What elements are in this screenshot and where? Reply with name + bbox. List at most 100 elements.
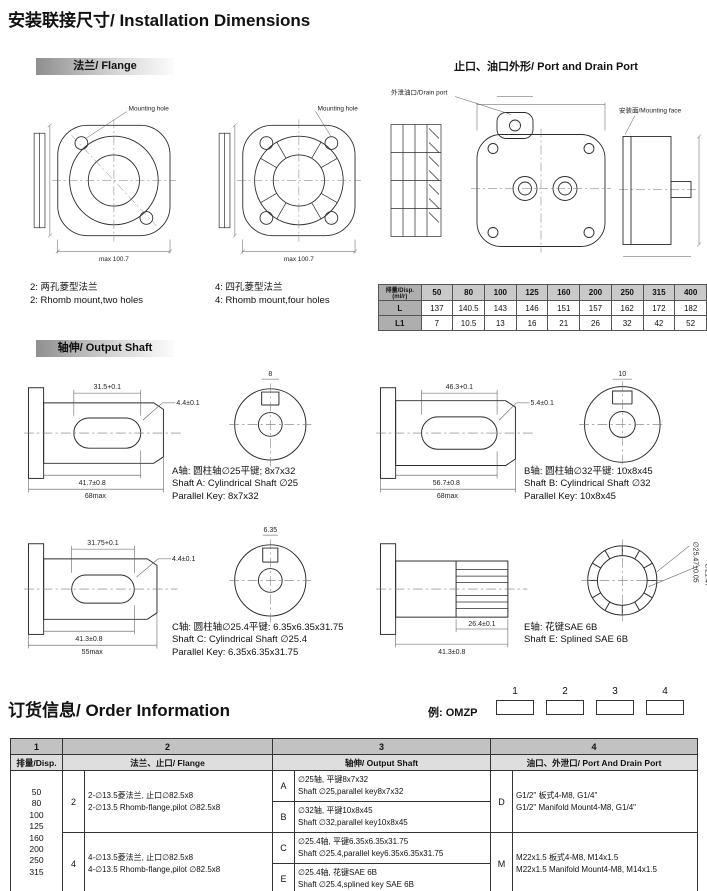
dim-length: 56.7±0.8 [433,480,460,487]
shaft-a-drawing: 31.5+0.1 4.4±0.1 41.7±0.8 68max 8 [24,371,312,500]
caption-en: 2: Rhomb mount,two holes [30,294,144,306]
caption-cn: 4: 四孔菱型法兰 [215,282,283,293]
page-title: 安装联接尺寸/ Installation Dimensions [8,11,311,30]
order-position-2: 2 [546,686,584,715]
position-number: 2 [562,686,568,697]
dim-length: 41.3±0.8 [438,649,465,656]
dim-side: 4.4±0.1 [172,556,195,563]
order-col-header: 3 [272,738,492,755]
dim-corner-cell: 排量/Disp.(ml/r) [378,284,422,301]
dim-size-header: 50 [420,284,454,301]
dim-value: 143 [483,300,517,316]
dim-max: 68max [437,493,459,500]
port-code: D [490,770,514,833]
order-col-header: 1 [10,738,63,755]
order-example-label: 例: OMZP [428,707,478,719]
shaft-code: C [272,832,296,864]
flange-annotation: Mounting hole [318,106,359,113]
shaft-a-caption: A轴: 圆柱轴∅25平键; 8x7x32 Shaft A: Cylindrica… [172,466,298,503]
shaft-a-block: 31.5+0.1 4.4±0.1 41.7±0.8 68max 8 A轴: 圆柱… [24,364,364,516]
port-svg: 外泄油口/Drain port 安装面/Mounting face [390,88,702,257]
dim-size-header: 200 [579,284,612,301]
centerlines [51,119,176,242]
dim-value: 52 [674,315,707,331]
flange-2hole-drawing: max 100.7 Mounting hole [28,84,186,282]
dim-row-L: L 137 140.5 143 146 151 157 162 172 182 [378,300,707,316]
dim-value: 162 [610,300,644,316]
centerlines [471,128,697,253]
order-row-e: E ∅25.4轴, 花键SAE 6B Shaft ∅25.4,splined k… [11,863,698,891]
displacement-list: 50 80 100 125 160 200 250 315 [10,770,63,891]
dim-spline-length: 26.4±0.1 [468,621,495,628]
dim-value: 13 [483,315,517,331]
order-row-c: 4 4-∅13.5菱法兰, 止口∅82.5x8 4-∅13.5 Rhomb-fl… [11,832,699,891]
dim-size-header: 160 [547,284,581,301]
dim-length: 41.7±0.8 [79,480,106,487]
port-code: M [490,832,514,891]
dim-value: 42 [642,315,676,331]
shaft-b-drawing: 46.3+0.1 5.4±0.1 56.7±0.8 68max 10 [376,371,666,500]
dim-size-header: 80 [452,284,485,301]
dim-size-header: 400 [674,284,707,301]
port-section-view [390,124,442,237]
flange-desc: 4-∅13.5菱法兰, 止口∅82.5x8 4-∅13.5 Rhomb-flan… [83,832,274,891]
dim-top: 46.3+0.1 [446,384,474,391]
dim-value: 137 [420,300,454,316]
dim-value: 21 [547,315,581,331]
dim-max: 55max [82,649,104,656]
caption-cn: 2: 两孔菱型法兰 [30,282,98,293]
dimension-table: 排量/Disp.(ml/r) 50 80 100 125 160 200 250… [378,284,707,331]
flange-2hole-svg: max 100.7 Mounting hole [33,106,176,263]
flange-side-profile [218,132,231,229]
caption-en1: Shaft C: Cylindrical Shaft ∅25.4 [172,634,308,646]
flange-desc: 2-∅13.5菱法兰, 止口∅82.5x8 2-∅13.5 Rhomb-flan… [83,770,274,833]
caption-en2: Parallel Key: 6.35x6.35x31.75 [172,646,299,658]
dimension-lines [395,545,701,648]
caption-en2: Parallel Key: 8x7x32 [172,490,259,502]
caption-en1: Shaft A: Cylindrical Shaft ∅25 [172,478,299,490]
dimension-lines [380,378,633,493]
order-col-header: 4 [490,738,699,755]
dim-value: 7 [420,315,454,331]
dimension-lines [28,378,279,493]
order-code-box [546,700,584,715]
caption-cn: A轴: 圆柱轴∅25平键; 8x7x32 [172,466,296,477]
shaft-e-caption: E轴: 花键SAE 6B Shaft E: Splined SAE 6B [524,622,628,647]
order-example-codes: 1 2 3 4 [496,686,684,715]
order-table: 1 2 3 4 排量/Disp. 法兰、止口/ Flange 轴伸/ Outpu… [10,738,699,891]
dim-value: 26 [579,315,612,331]
dim-row-L1: L1 7 10.5 13 16 21 26 32 42 52 [378,315,707,331]
dimension-lines [28,534,278,649]
drain-port-label: 外泄油口/Drain port [391,88,448,97]
dim-value: 172 [642,300,676,316]
flange-2hole-caption: 2: 两孔菱型法兰 2: Rhomb mount,two holes [30,282,143,308]
flange-annotation: Mounting hole [129,106,170,113]
port-desc: M22x1.5 板式4-M8, M14x1.5 M22x1.5 Manifold… [512,832,699,891]
caption-cn: E轴: 花键SAE 6B [524,622,598,633]
mounting-face-label: 安装面/Mounting face [619,106,682,115]
dim-size-header: 315 [642,284,676,301]
dim-size-header: 100 [483,284,517,301]
dim-value: 151 [547,300,581,316]
position-number: 1 [512,686,518,697]
dim-side: 5.4±0.1 [531,400,554,407]
spokes [260,141,338,220]
order-subheader: 油口、外泄口/ Port And Drain Port [490,754,699,771]
order-subheader-row: 排量/Disp. 法兰、止口/ Flange 轴伸/ Output Shaft … [10,754,699,771]
dim-value: 16 [515,315,549,331]
flange-bottom-dim: max 100.7 [99,256,129,263]
shaft-b-caption: B轴: 圆柱轴∅32平键: 10x8x45 Shaft B: Cylindric… [524,466,653,503]
dim-value: 10.5 [452,315,485,331]
output-shaft-section-header: 轴伸/ Output Shaft [36,340,174,357]
order-position-3: 3 [596,686,634,715]
order-code-box [496,700,534,715]
order-title: 订货信息/ Order Information [8,701,230,720]
flange-4hole-drawing: max 100.7 Mounting hole [213,84,371,282]
shaft-desc: ∅25轴, 平键8x7x32 Shaft ∅25,parallel key8x7… [294,770,492,802]
dimension-lines [454,96,702,257]
dim-spline-major: ∅25.47±0.05 [692,542,699,583]
port-desc: G1/2" 板式4-M8, G1/4" G1/2" Manifold Mount… [512,770,699,833]
flange-code: 2 [62,770,85,833]
order-subheader: 排量/Disp. [10,754,63,771]
position-number: 4 [662,686,668,697]
